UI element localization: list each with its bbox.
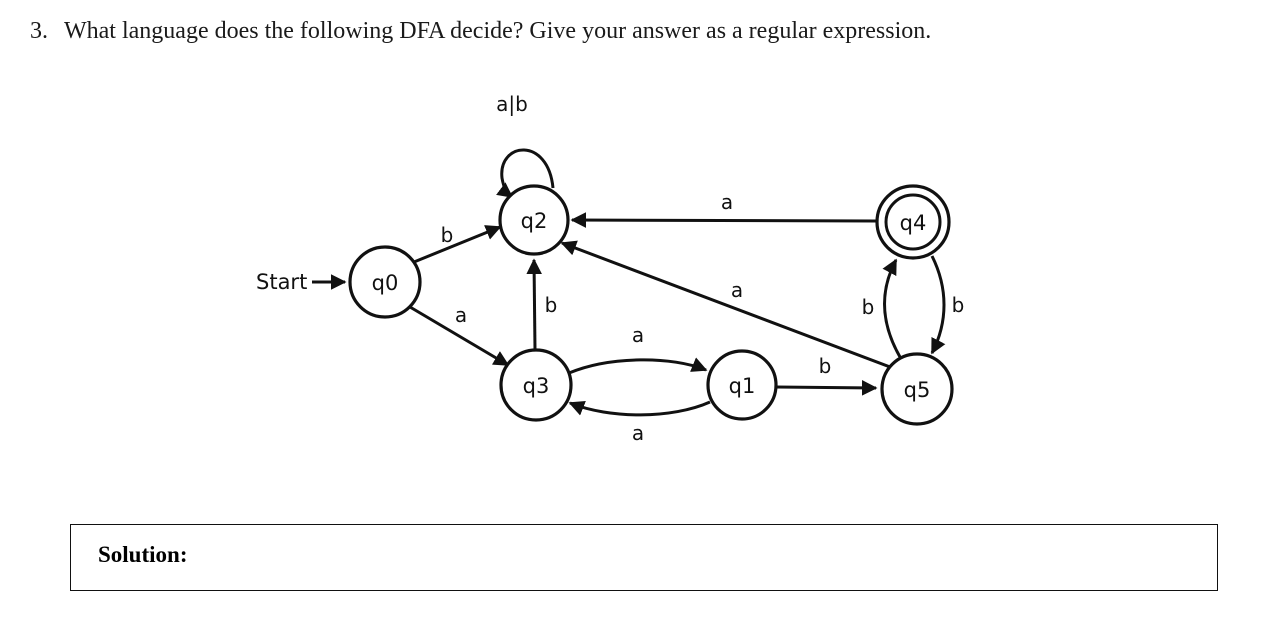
edge-q1-q5: b xyxy=(775,354,878,396)
edge-path-q0-q2 xyxy=(413,225,502,264)
start-label: Start xyxy=(256,270,307,294)
state-q0: q0 xyxy=(348,245,422,319)
edge-path-q5-q4 xyxy=(882,258,902,358)
edge-path-q4-q5 xyxy=(930,255,946,355)
edge-label-q1-q3: a xyxy=(632,421,644,445)
state-label-q3: q3 xyxy=(523,374,550,398)
edge-path-q5-q2 xyxy=(560,240,891,369)
state-q2: q2 xyxy=(498,184,570,256)
edge-q3-q2: b xyxy=(526,258,558,351)
edge-label-q4-q5: b xyxy=(952,293,965,317)
edge-q1-q3: a xyxy=(568,400,711,445)
edge-q4-q2: a xyxy=(570,190,877,228)
edge-path-q4-q2 xyxy=(570,212,877,228)
state-q3: q3 xyxy=(499,348,573,422)
edge-path-q3-q1 xyxy=(568,357,708,375)
edge-label-q5-q4: b xyxy=(862,295,875,319)
edge-q3-q1: a xyxy=(568,323,708,375)
state-label-q5: q5 xyxy=(904,378,931,402)
solution-heading: Solution: xyxy=(98,542,188,567)
edge-label-q0-q2: b xyxy=(441,223,454,247)
start-marker: Start xyxy=(256,270,347,294)
edge-q4-q5: b xyxy=(930,255,965,355)
solution-box[interactable]: Solution: xyxy=(70,524,1218,591)
state-label-q2: q2 xyxy=(521,209,548,233)
state-label-q4: q4 xyxy=(900,211,927,235)
state-circle-q2 xyxy=(498,184,570,256)
state-circle-q1 xyxy=(706,349,778,421)
state-label-q0: q0 xyxy=(372,271,399,295)
edge-path-q1-q3 xyxy=(568,400,711,417)
edge-q2-q2: a|b xyxy=(496,92,555,199)
dfa-svg: Start a|b b a b a a xyxy=(256,92,965,445)
edge-label-q4-q2: a xyxy=(721,190,733,214)
edge-q0-q2: b xyxy=(413,223,502,264)
state-label-q1: q1 xyxy=(729,374,756,398)
question-line: 3. What language does the following DFA d… xyxy=(30,16,1260,46)
edge-label-q0-q3: a xyxy=(455,303,467,327)
question-number: 3. xyxy=(30,18,48,44)
edge-path-q0-q3 xyxy=(409,305,510,367)
question-text: What language does the following DFA dec… xyxy=(64,18,932,44)
state-q5: q5 xyxy=(880,352,954,426)
state-q1: q1 xyxy=(706,349,778,421)
edge-q5-q4: b xyxy=(862,258,902,358)
state-circle-q5 xyxy=(880,352,954,426)
state-circle-q4-outer xyxy=(875,184,951,260)
edge-label-q3-q2: b xyxy=(545,293,558,317)
state-circle-q0 xyxy=(348,245,422,319)
edge-label-q1-q5: b xyxy=(819,354,832,378)
edge-q5-q2: a xyxy=(560,240,891,369)
state-circle-q4-inner xyxy=(884,193,942,251)
edge-q0-q3: a xyxy=(409,303,510,367)
edge-path-q3-q2 xyxy=(526,258,542,351)
edge-label-q2-q2: a|b xyxy=(496,92,528,116)
edge-path-q1-q5 xyxy=(775,380,878,396)
edge-label-q3-q1: a xyxy=(632,323,644,347)
edge-path-q2-q2 xyxy=(496,148,555,199)
dfa-diagram: Start a|b b a b a a xyxy=(0,70,1281,490)
edge-label-q5-q2: a xyxy=(731,278,743,302)
state-q4-accepting: q4 xyxy=(875,184,951,260)
state-circle-q3 xyxy=(499,348,573,422)
